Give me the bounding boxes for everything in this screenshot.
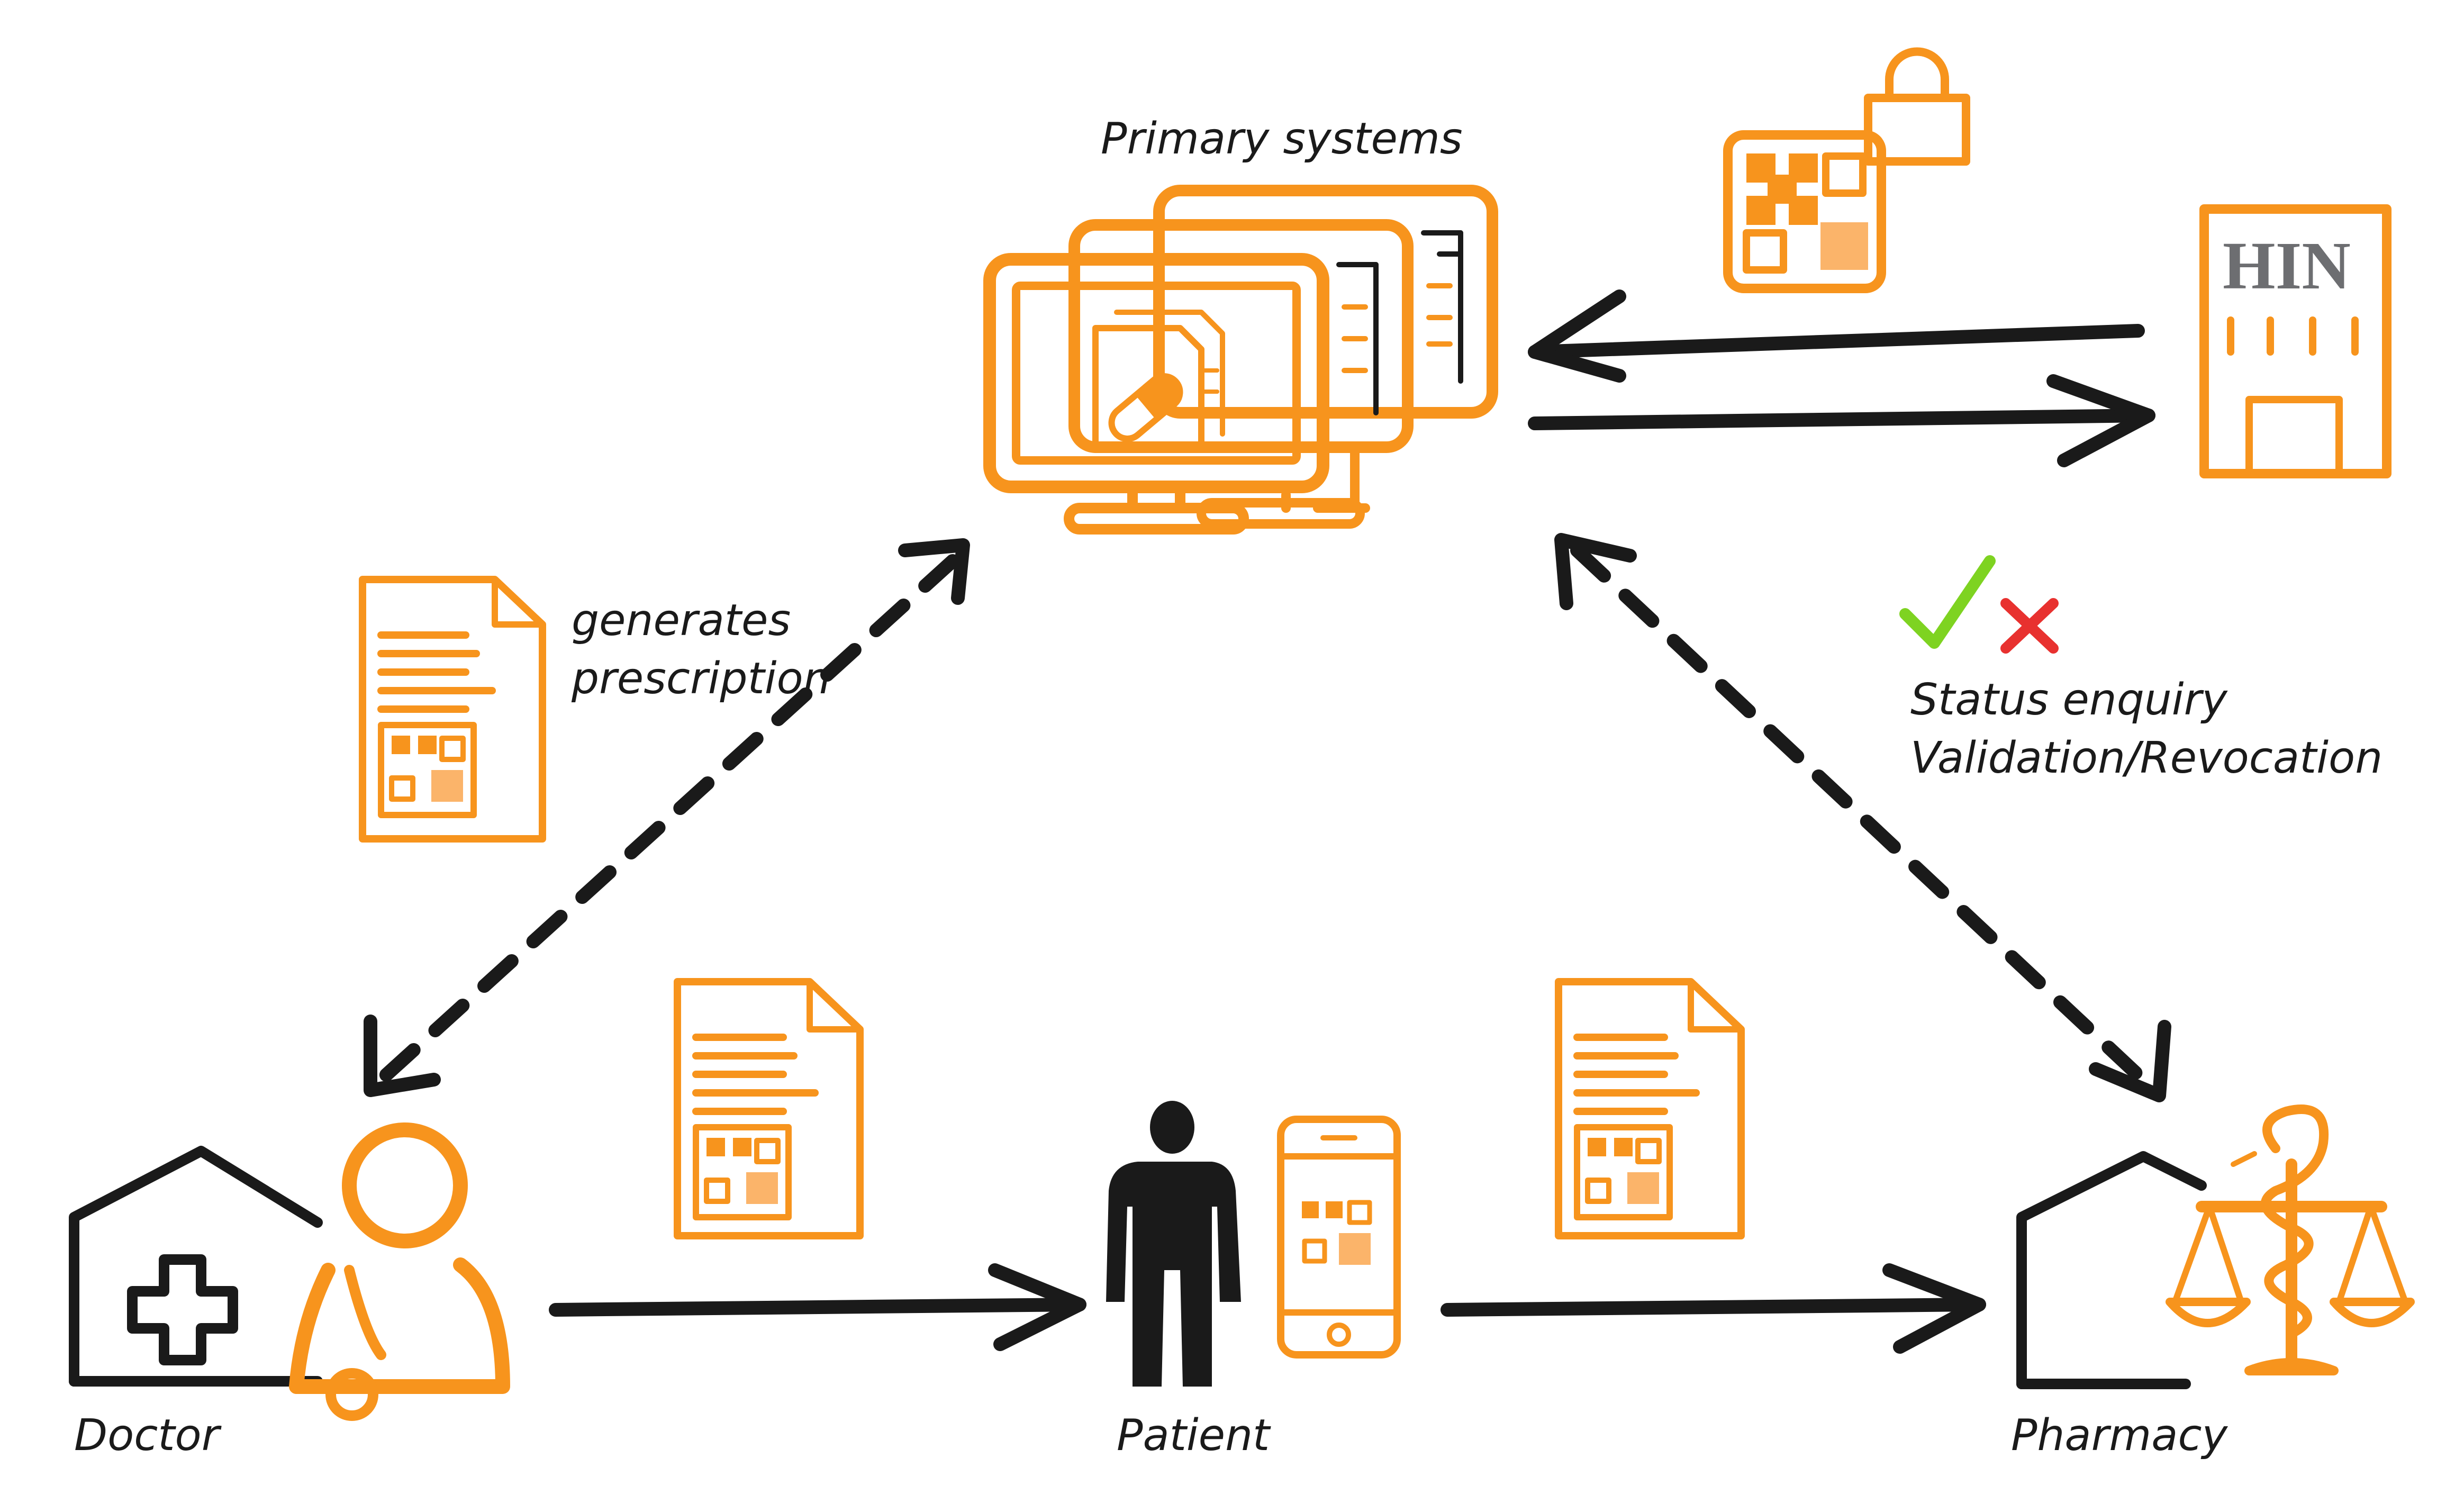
qr-code-lock-icon bbox=[1723, 47, 1970, 293]
doctor-practice-icon bbox=[69, 1146, 323, 1387]
doctor-primary-dashed-arrow bbox=[364, 538, 970, 1097]
pharmacy-label: Pharmacy bbox=[2011, 1410, 2229, 1461]
validation-revocation-label: Validation/Revocation bbox=[1910, 733, 2383, 783]
primary-systems-label: Primary systems bbox=[1101, 114, 1463, 164]
hin-label: HIN bbox=[2223, 228, 2351, 303]
doctor-to-patient-arrow bbox=[549, 1263, 1086, 1351]
primary-to-hin-arrow bbox=[1528, 374, 2155, 467]
primary-systems-monitors-icon bbox=[983, 185, 1498, 535]
pharmacy-building-icon bbox=[2016, 1151, 2207, 1389]
patient-person-icon bbox=[1106, 1101, 1241, 1387]
pharmacy-caduceus-scale-icon bbox=[2166, 1104, 2415, 1375]
generates-label: generates bbox=[572, 595, 791, 646]
patient-to-pharmacy-arrow bbox=[1441, 1263, 1986, 1354]
doctor-label: Doctor bbox=[74, 1410, 222, 1461]
patient-label: Patient bbox=[1117, 1410, 1271, 1461]
prescription-document-icon bbox=[674, 978, 864, 1239]
hin-to-primary-arrow bbox=[1528, 289, 2145, 383]
status-enquiry-label: Status enquiry bbox=[1910, 675, 2228, 725]
prescription-document-icon bbox=[1555, 978, 1745, 1239]
prescription-document-icon bbox=[359, 576, 546, 843]
hin-building-icon: HIN bbox=[2199, 204, 2391, 478]
cross-icon bbox=[2000, 598, 2059, 654]
smartphone-qr-icon bbox=[1277, 1116, 1401, 1359]
pharmacy-primary-dashed-arrow bbox=[1554, 533, 2171, 1102]
check-icon bbox=[1899, 555, 1996, 649]
doctor-person-icon bbox=[289, 1122, 510, 1421]
prescription-label: prescription bbox=[571, 654, 831, 704]
